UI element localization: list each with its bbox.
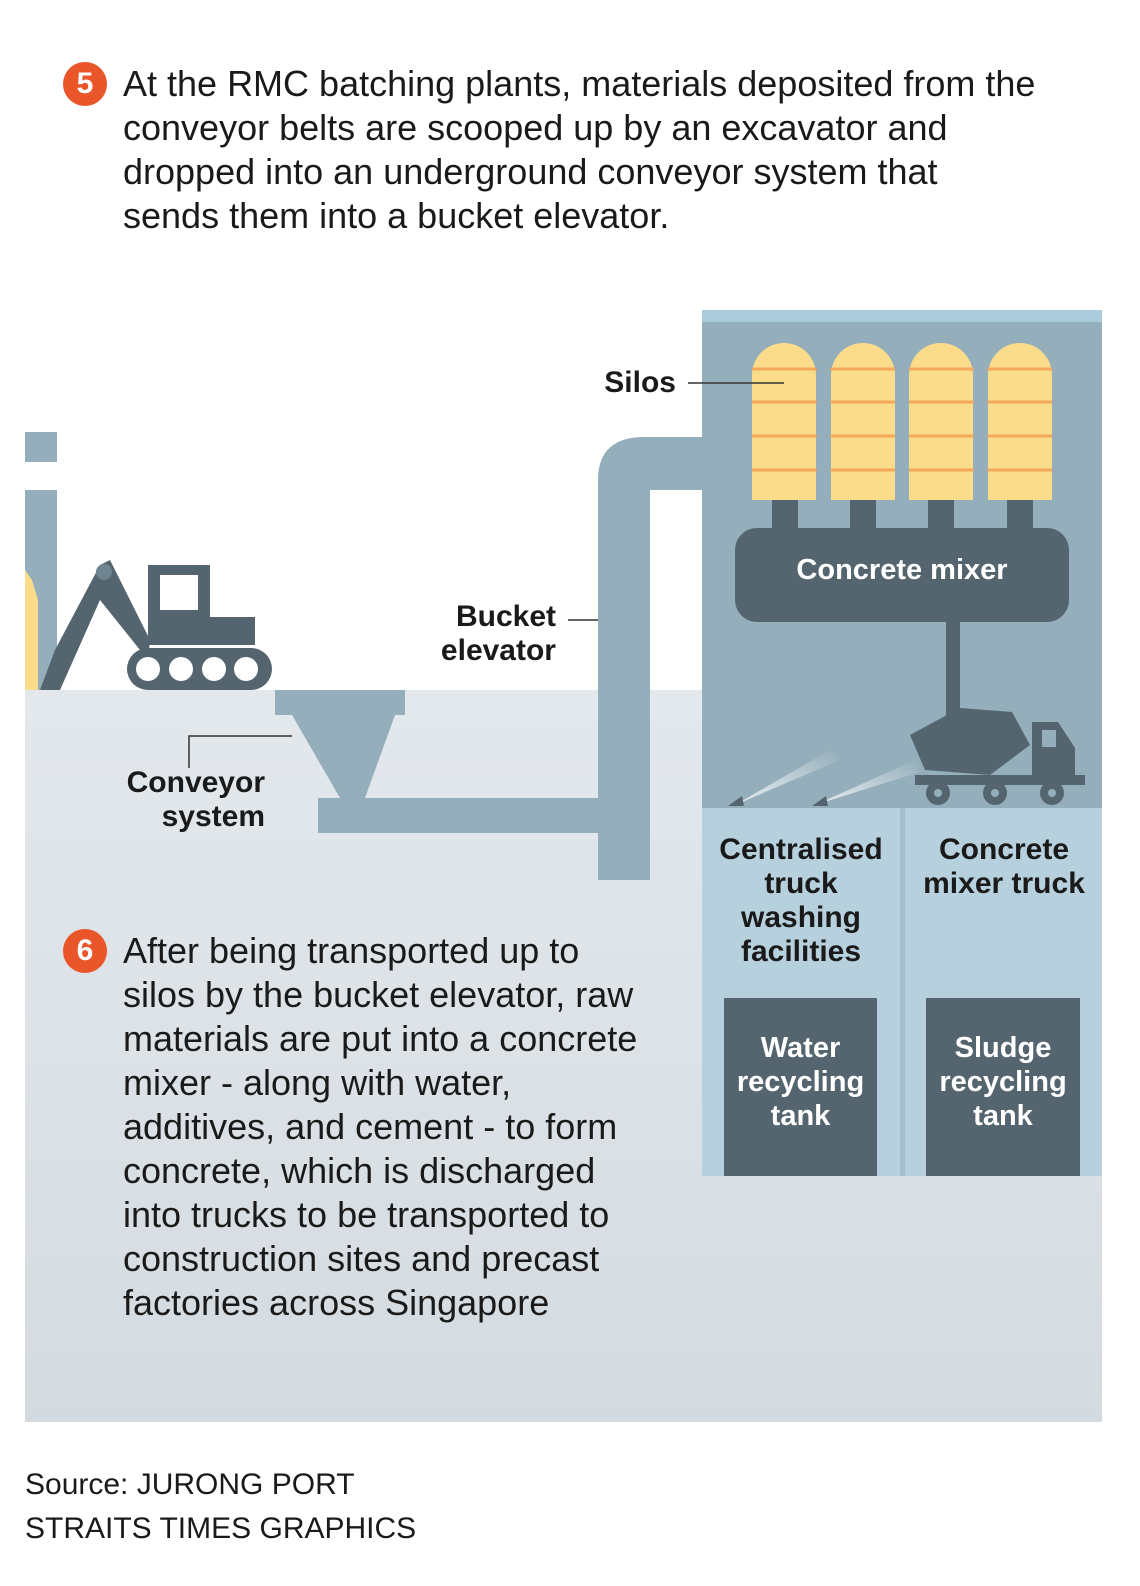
source-line: Source: JURONG PORT bbox=[25, 1468, 355, 1501]
sludge-tank bbox=[926, 998, 1080, 1176]
step-6-text: After being transported up to silos by t… bbox=[123, 930, 638, 1323]
mixer-truck-icon bbox=[910, 708, 1085, 805]
bucket-elevator bbox=[598, 437, 702, 880]
water-tank-label: Water recycling tank bbox=[736, 1032, 865, 1132]
concrete-mixer-body bbox=[735, 528, 1069, 622]
silos-label: Silos bbox=[604, 366, 676, 399]
water-tank bbox=[724, 998, 877, 1176]
concrete-mixer-label: Concrete mixer bbox=[796, 554, 1008, 586]
conveyor-system bbox=[275, 690, 600, 833]
step-5-text: At the RMC batching plants, materials de… bbox=[123, 63, 1036, 236]
credit-line: STRAITS TIMES GRAPHICS bbox=[25, 1512, 417, 1545]
step-6-badge: 6 bbox=[63, 929, 107, 973]
conveyor-system-label: Conveyor system bbox=[126, 766, 265, 833]
silos-icon bbox=[752, 340, 1052, 500]
water-spray-icon bbox=[728, 750, 920, 806]
excavator-icon bbox=[40, 560, 272, 690]
washing-facilities-label: Centralised truck washing facilities bbox=[719, 833, 883, 968]
step-5-badge: 5 bbox=[63, 62, 107, 106]
mixer-truck-label: Concrete mixer truck bbox=[923, 833, 1085, 900]
left-structure bbox=[25, 432, 57, 462]
sludge-tank-label: Sludge recycling tank bbox=[939, 1032, 1067, 1132]
bucket-elevator-label: Bucket elevator bbox=[440, 600, 556, 667]
